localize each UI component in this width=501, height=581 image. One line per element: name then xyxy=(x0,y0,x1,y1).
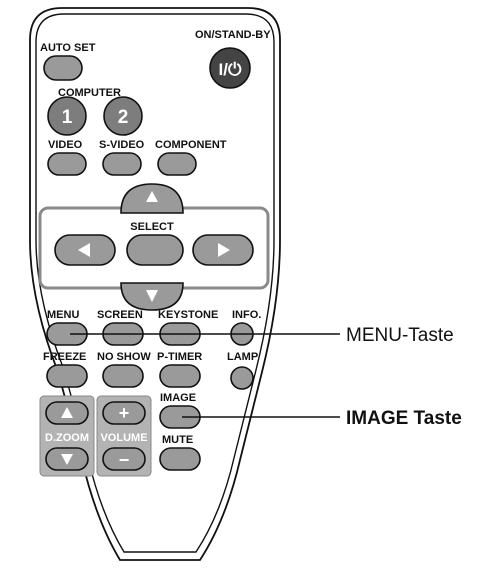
info-label: INFO. xyxy=(232,309,261,321)
computer-1-glyph: 1 xyxy=(62,107,73,128)
freeze-button[interactable] xyxy=(46,364,88,388)
component-button[interactable] xyxy=(157,152,197,176)
freeze-label: FREEZE xyxy=(43,351,86,363)
computer-1-button[interactable] xyxy=(47,96,87,136)
video-button[interactable] xyxy=(47,152,87,176)
keystone-label: KEYSTONE xyxy=(158,309,218,321)
computer-2-button[interactable] xyxy=(103,96,143,136)
mute-button[interactable] xyxy=(159,447,201,471)
s-video-button[interactable] xyxy=(102,152,142,176)
on-standby-label: ON/STAND-BY xyxy=(195,29,271,41)
lamp-button[interactable] xyxy=(230,366,254,390)
zoom-up-arrow-icon xyxy=(61,407,73,418)
lamp-label: LAMP xyxy=(227,351,258,363)
arrow-up-icon xyxy=(146,191,158,202)
on-standby-button[interactable] xyxy=(209,47,251,89)
s-video-label: S-VIDEO xyxy=(99,139,145,151)
plus-icon: + xyxy=(119,403,130,423)
component-label: COMPONENT xyxy=(155,139,227,151)
volume-label: VOLUME xyxy=(100,432,147,444)
d-zoom-label: D.ZOOM xyxy=(45,432,89,444)
no-show-button[interactable] xyxy=(102,364,144,388)
zoom-down-arrow-icon xyxy=(61,454,73,465)
menu-key-callout: MENU-Taste xyxy=(346,325,454,346)
remote-body-inner xyxy=(35,13,275,553)
power-icon: I/⏻ xyxy=(219,60,242,79)
arrow-right-icon xyxy=(218,243,230,257)
p-timer-button[interactable] xyxy=(159,364,201,388)
minus-icon: − xyxy=(119,450,130,470)
computer-2-glyph: 2 xyxy=(118,107,129,128)
video-label: VIDEO xyxy=(48,139,83,151)
auto-set-button[interactable] xyxy=(43,55,83,81)
image-key-callout: IMAGE Taste xyxy=(346,408,462,429)
volume-up-button[interactable] xyxy=(102,401,146,425)
select-label: SELECT xyxy=(130,221,174,233)
volume-down-button[interactable] xyxy=(102,447,146,471)
select-enter-button[interactable] xyxy=(126,234,184,266)
computer-label: COMPUTER xyxy=(58,87,121,99)
arrow-down-icon xyxy=(146,290,158,302)
image-label: IMAGE xyxy=(160,392,196,404)
p-timer-label: P-TIMER xyxy=(157,351,202,363)
screen-label: SCREEN xyxy=(97,309,143,321)
mute-label: MUTE xyxy=(162,434,193,446)
menu-label: MENU xyxy=(47,309,79,321)
arrow-left-icon xyxy=(78,243,90,257)
no-show-label: NO SHOW xyxy=(97,351,151,363)
auto-set-label: AUTO SET xyxy=(40,42,96,54)
